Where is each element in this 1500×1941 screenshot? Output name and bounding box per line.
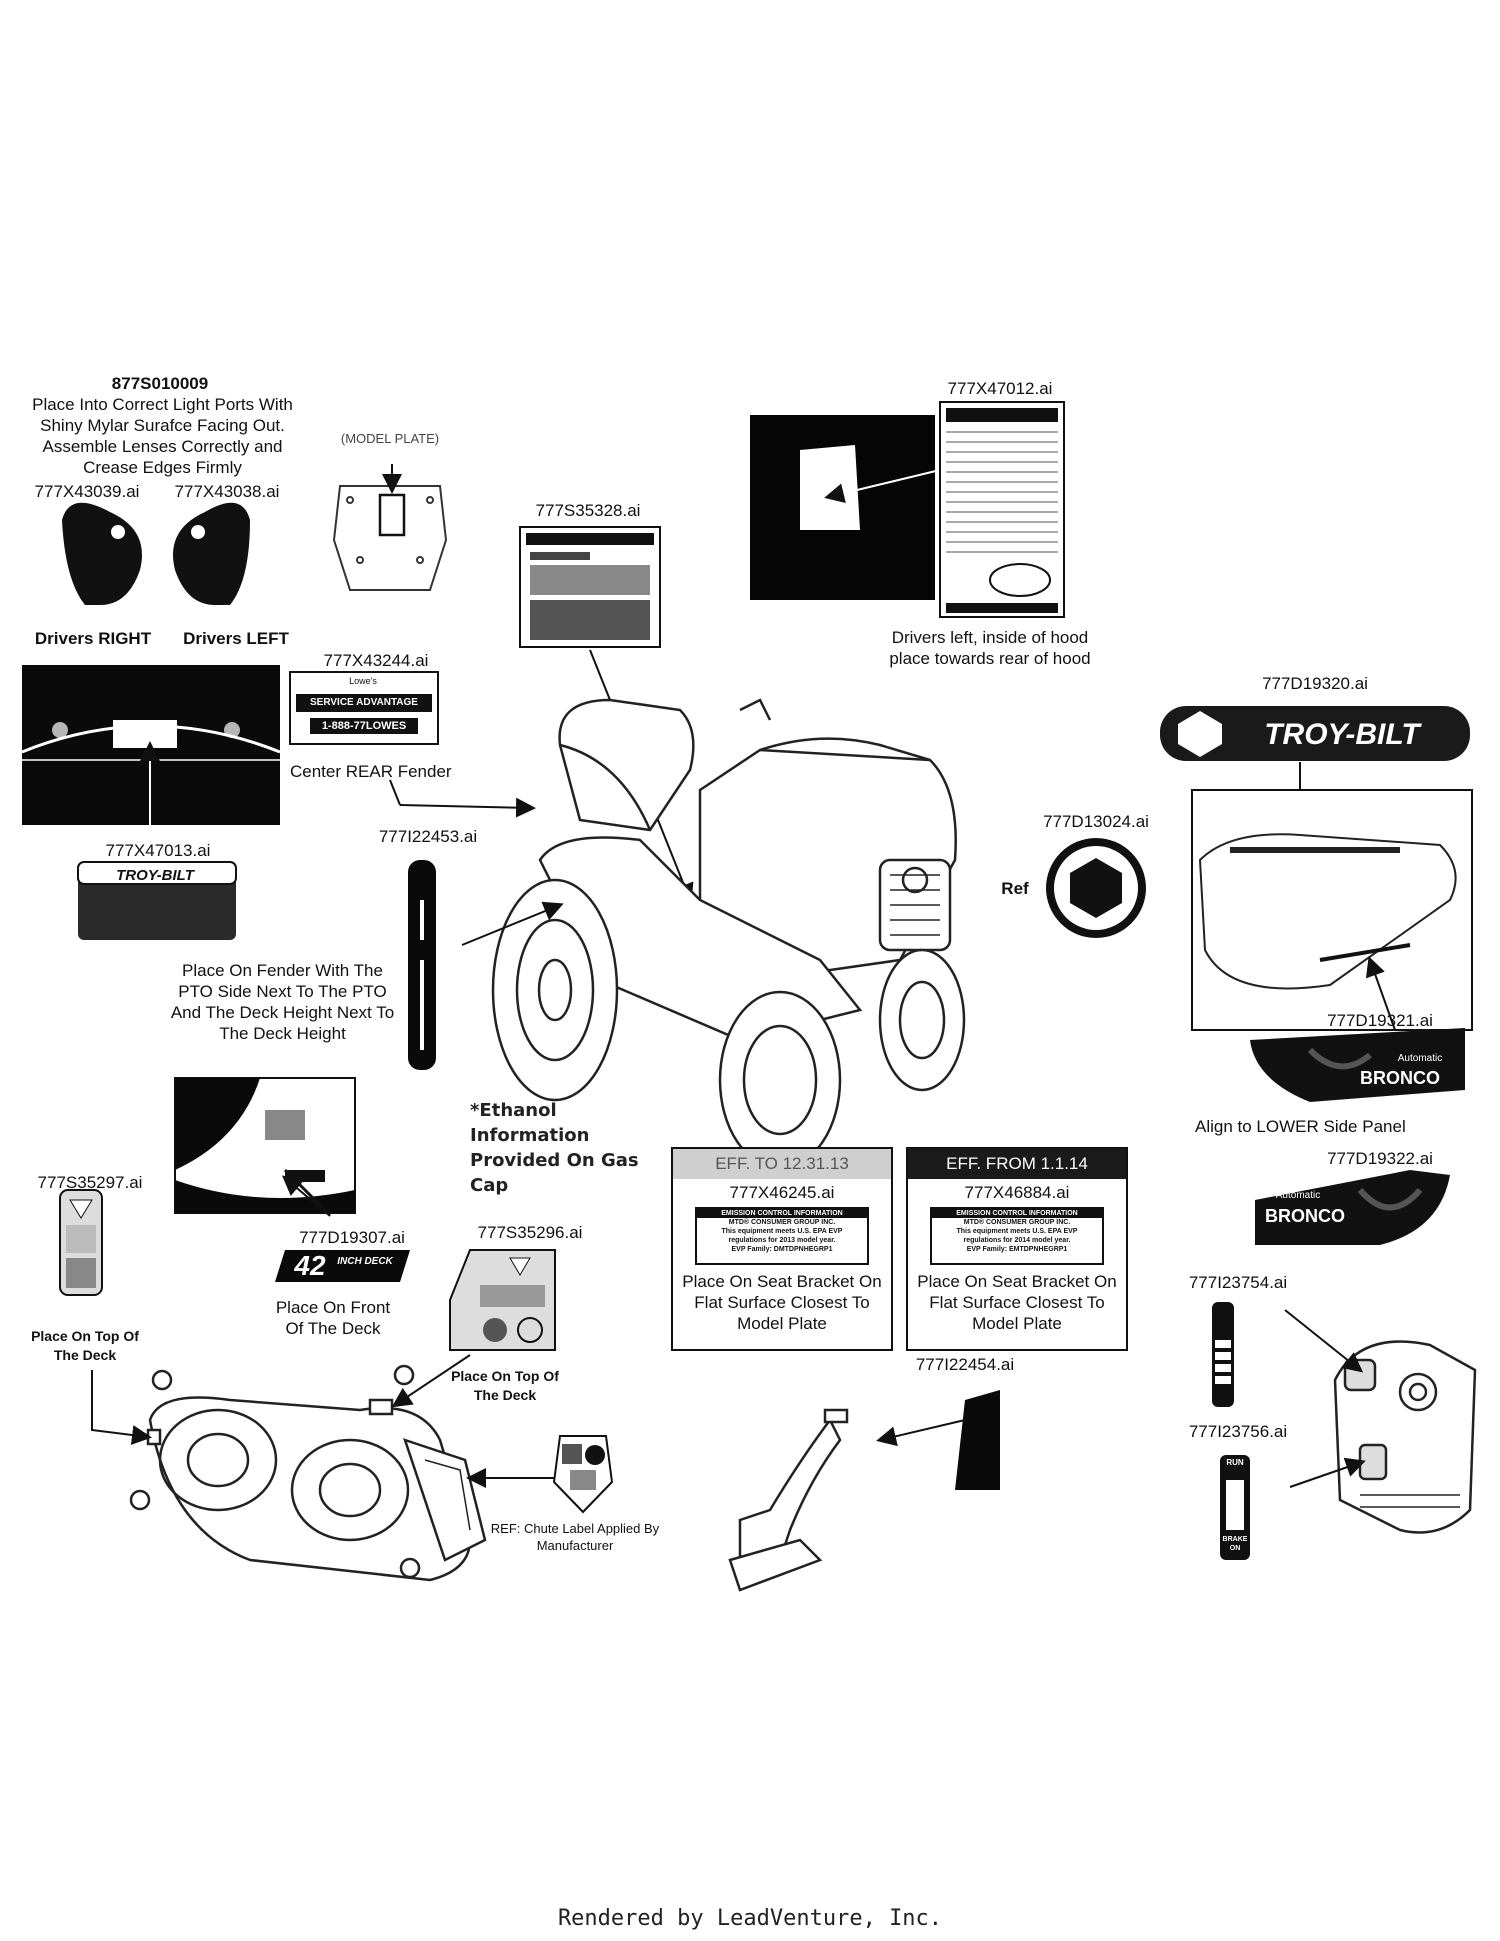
fender-placement-note: Place On Fender With The PTO Side Next T… [170,961,395,1043]
part-777x43038: 777X43038.ai [174,482,280,501]
hood-underside-image [750,415,941,600]
part-777x46884: 777X46884.ai [964,1183,1070,1202]
deck-42-text: 42 [294,1250,326,1281]
part-777d19307: 777D19307.ai [299,1228,405,1247]
part-777x43039: 777X43039.ai [34,482,140,501]
shift-lever [728,1408,849,1592]
parts-list-decal [939,401,1065,618]
shift-pattern-decal [955,1390,1000,1490]
emission-effective-to: EFF. TO 12.31.13 [673,1149,891,1179]
hood-side-view [1191,789,1473,1031]
hood-placement-note: Drivers left, inside of hood place towar… [889,628,1091,668]
bronco-text-right: BRONCO [1360,1068,1440,1088]
center-rear-fender-label: Center REAR Fender [290,762,452,781]
part-777x43244: 777X43244.ai [323,651,429,670]
bronco-automatic-right: Automatic [1397,1053,1443,1064]
part-777d13024: 777D13024.ai [1043,812,1149,831]
lowes-phone-text: 1-888-77LOWES [321,720,407,732]
part-777i23754: 777I23754.ai [1188,1273,1288,1292]
lens-install-note: Place Into Correct Light Ports With Shin… [32,395,293,477]
inch-deck-text: INCH DECK [337,1256,393,1267]
lens-right-decal [62,502,142,605]
dash-panel [1333,1340,1477,1534]
safety-decal-large [519,526,661,648]
deck-size-decal [275,1250,410,1282]
part-777s35328: 777S35328.ai [535,501,641,520]
grille-panel-image [21,665,281,830]
part-777d19322: 777D19322.ai [1327,1149,1433,1168]
troybilt-hood-nameplate [1160,706,1470,761]
part-777d19320: 777D19320.ai [1262,674,1368,693]
footer-credit: Rendered by LeadVenture, Inc. [557,1906,943,1931]
troybilt-small-text: TROY-BILT [116,867,194,884]
part-777x47012: 777X47012.ai [947,379,1053,398]
drivers-left-label: Drivers LEFT [183,629,289,648]
part-777d19321: 777D19321.ai [1327,1011,1433,1030]
troybilt-hex-emblem [1046,838,1146,938]
pto-deck-height-decal [408,860,436,1070]
part-877s010009: 877S010009 [111,374,209,393]
cruise-control-decal [1212,1302,1234,1407]
emission-box-2014: EFF. FROM 1.1.14 777X46884.ai EMISSION C… [906,1147,1128,1351]
part-777s35296: 777S35296.ai [477,1223,583,1242]
model-plate-bracket [332,464,448,591]
emission-label-2013: EMISSION CONTROL INFORMATION MTD® CONSUM… [695,1207,869,1265]
lawn-tractor [491,698,966,1170]
chute-warning-label [552,1435,614,1514]
emission-label-2014: EMISSION CONTROL INFORMATION MTD® CONSUM… [930,1207,1104,1265]
top-deck-note-right: Place On Top Of The Deck [451,1368,559,1403]
run-text: RUN [1226,1458,1244,1467]
align-lower-panel-note: Align to LOWER Side Panel [1195,1117,1406,1136]
bronco-side-panel-decal-left [1255,1170,1450,1245]
part-777i22454: 777I22454.ai [915,1355,1015,1374]
emission-placement-note-2014: Place On Seat Bracket On Flat Surface Cl… [917,1272,1117,1333]
service-advantage-text: SERVICE ADVANTAGE [310,697,418,708]
model-plate-label: (MODEL PLATE) [340,431,440,446]
brake-on-text: BRAKE ON [1222,1536,1248,1552]
part-777x46245: 777X46245.ai [729,1183,835,1202]
lowes-text: Lowe's [349,676,377,686]
top-deck-note-left: Place On Top Of The Deck [31,1328,139,1363]
deck-warning-decal-small [59,1189,103,1296]
ref-label: Ref [1001,879,1029,898]
throttle-brake-decal [1220,1455,1250,1560]
part-777i23756: 777I23756.ai [1188,1422,1288,1441]
mower-deck [129,1364,487,1582]
troybilt-hood-emblem-small [77,861,237,940]
ethanol-note: *Ethanol Information Provided On Gas Cap [470,1100,639,1196]
part-777x47013: 777X47013.ai [105,841,211,860]
drivers-right-label: Drivers RIGHT [34,629,152,648]
bronco-side-panel-decal-right [1250,1028,1465,1102]
emission-box-2013: EFF. TO 12.31.13 777X46245.ai EMISSION C… [671,1147,893,1351]
lowes-decal [289,671,439,745]
front-deck-note: Place On Front Of The Deck [275,1298,391,1338]
emission-placement-note-2013: Place On Seat Bracket On Flat Surface Cl… [682,1272,882,1333]
bronco-automatic-left: Automatic [1275,1190,1321,1201]
troybilt-nameplate-text: TROY-BILT [1264,718,1420,751]
chute-label-note: REF: Chute Label Applied By Manufacturer [490,1521,660,1553]
lens-left-decal [173,502,250,605]
part-777s35297: 777S35297.ai [37,1173,143,1192]
deck-warning-decal-large [449,1249,556,1351]
part-777i22453: 777I22453.ai [378,827,478,846]
deck-front-image [174,1077,356,1217]
emission-effective-from: EFF. FROM 1.1.14 [908,1149,1126,1179]
bronco-text-left: BRONCO [1265,1206,1345,1226]
